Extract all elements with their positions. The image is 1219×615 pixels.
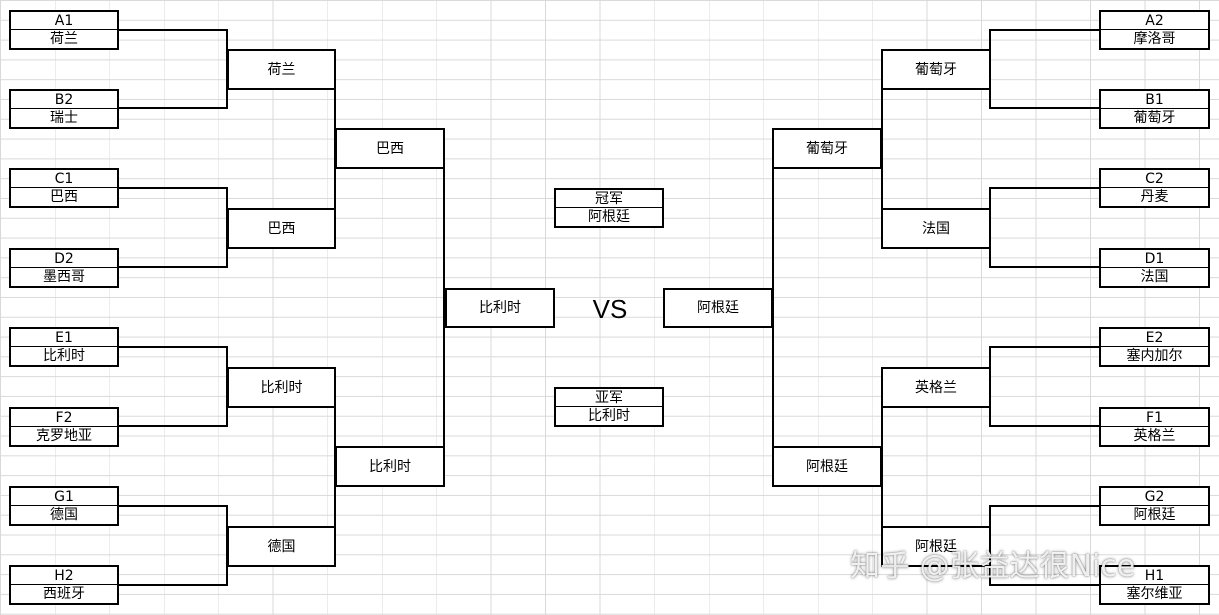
right-r2-box-3: 阿根廷 [881,526,991,567]
group-box-right-4: E2 塞内加尔 [1099,327,1210,367]
winner-team-name: 英格兰 [915,379,957,396]
group-box-right-2: C2 丹麦 [1099,168,1210,208]
group-slot-label: H2 [11,567,117,585]
group-slot-label: B2 [11,91,117,109]
winner-team-name: 德国 [267,538,296,555]
group-box-left-3: D2 墨西哥 [9,248,119,288]
group-team-name: 塞内加尔 [1126,348,1183,364]
champion-label: 冠军 [556,190,662,208]
group-box-left-5: F2 克罗地亚 [9,407,119,447]
group-team-name: 丹麦 [1140,189,1169,205]
winner-team-name: 阿根廷 [806,458,848,475]
group-team-name: 德国 [50,507,78,523]
group-box-right-7: H1 塞尔维亚 [1099,565,1210,605]
group-team-name: 摩洛哥 [1133,31,1176,47]
right-r3-box-0: 葡萄牙 [772,128,882,169]
left-r2-box-0: 荷兰 [227,49,336,90]
finalist-team-name: 阿根廷 [697,300,739,316]
group-team-name: 阿根廷 [1133,507,1176,523]
group-box-right-3: D1 法国 [1099,248,1210,288]
group-slot-label: G2 [1101,488,1208,506]
winner-team-name: 阿根廷 [915,538,957,555]
group-slot-label: F2 [11,409,117,427]
group-slot-label: D1 [1101,250,1208,268]
champion-team-name: 阿根廷 [588,209,630,225]
group-slot-label: E1 [11,329,117,347]
winner-team-name: 巴西 [376,140,404,157]
group-team-name: 葡萄牙 [1133,110,1176,126]
group-team-name: 巴西 [50,189,78,205]
runner-up-label: 亚军 [556,389,662,407]
left-r2-box-2: 比利时 [227,367,336,408]
left-r3-box-1: 比利时 [335,446,445,487]
left-r2-box-1: 巴西 [227,208,336,249]
group-box-left-0: A1 荷兰 [9,10,119,50]
group-slot-label: G1 [11,488,117,506]
vs-label: VS [592,293,628,324]
group-team-name: 克罗地亚 [36,428,92,444]
right-r2-box-2: 英格兰 [881,367,991,408]
group-slot-label: A2 [1101,12,1208,30]
winner-team-name: 巴西 [267,220,296,237]
winner-team-name: 葡萄牙 [915,61,957,78]
group-team-name: 荷兰 [50,31,78,47]
right-r3-box-1: 阿根廷 [772,446,882,487]
group-box-right-6: G2 阿根廷 [1099,486,1210,526]
group-slot-label: E2 [1101,329,1208,347]
winner-team-name: 比利时 [369,458,411,475]
group-slot-label: B1 [1101,91,1208,109]
runner-up-team-name: 比利时 [588,408,630,424]
finalist-team-name: 比利时 [479,300,521,316]
group-team-name: 塞尔维亚 [1126,586,1183,602]
right-r2-box-0: 葡萄牙 [881,49,991,90]
left-finalist-box: 比利时 [445,288,555,328]
group-slot-label: H1 [1101,567,1208,585]
right-r2-box-1: 法国 [881,208,991,249]
group-box-left-7: H2 西班牙 [9,565,119,605]
champion-box: 冠军 阿根廷 [554,188,664,228]
group-team-name: 比利时 [43,348,85,364]
group-team-name: 瑞士 [50,110,78,126]
group-box-left-2: C1 巴西 [9,168,119,208]
group-slot-label: D2 [11,250,117,268]
group-team-name: 法国 [1140,269,1169,285]
winner-team-name: 葡萄牙 [806,140,848,157]
group-slot-label: A1 [11,12,117,30]
winner-team-name: 荷兰 [267,61,296,78]
left-r2-box-3: 德国 [227,526,336,567]
winner-team-name: 法国 [922,220,950,237]
group-box-right-1: B1 葡萄牙 [1099,89,1210,129]
group-box-right-5: F1 英格兰 [1099,407,1210,447]
group-slot-label: C1 [11,170,117,188]
group-box-left-4: E1 比利时 [9,327,119,367]
runner-up-box: 亚军 比利时 [554,387,664,427]
group-team-name: 墨西哥 [43,269,85,285]
group-team-name: 西班牙 [43,586,85,602]
right-finalist-box: 阿根廷 [663,288,773,328]
group-slot-label: F1 [1101,409,1208,427]
group-team-name: 英格兰 [1133,428,1176,444]
group-slot-label: C2 [1101,170,1208,188]
left-r3-box-0: 巴西 [335,128,445,169]
winner-team-name: 比利时 [260,379,303,396]
group-box-left-6: G1 德国 [9,486,119,526]
group-box-left-1: B2 瑞士 [9,89,119,129]
group-box-right-0: A2 摩洛哥 [1099,10,1210,50]
